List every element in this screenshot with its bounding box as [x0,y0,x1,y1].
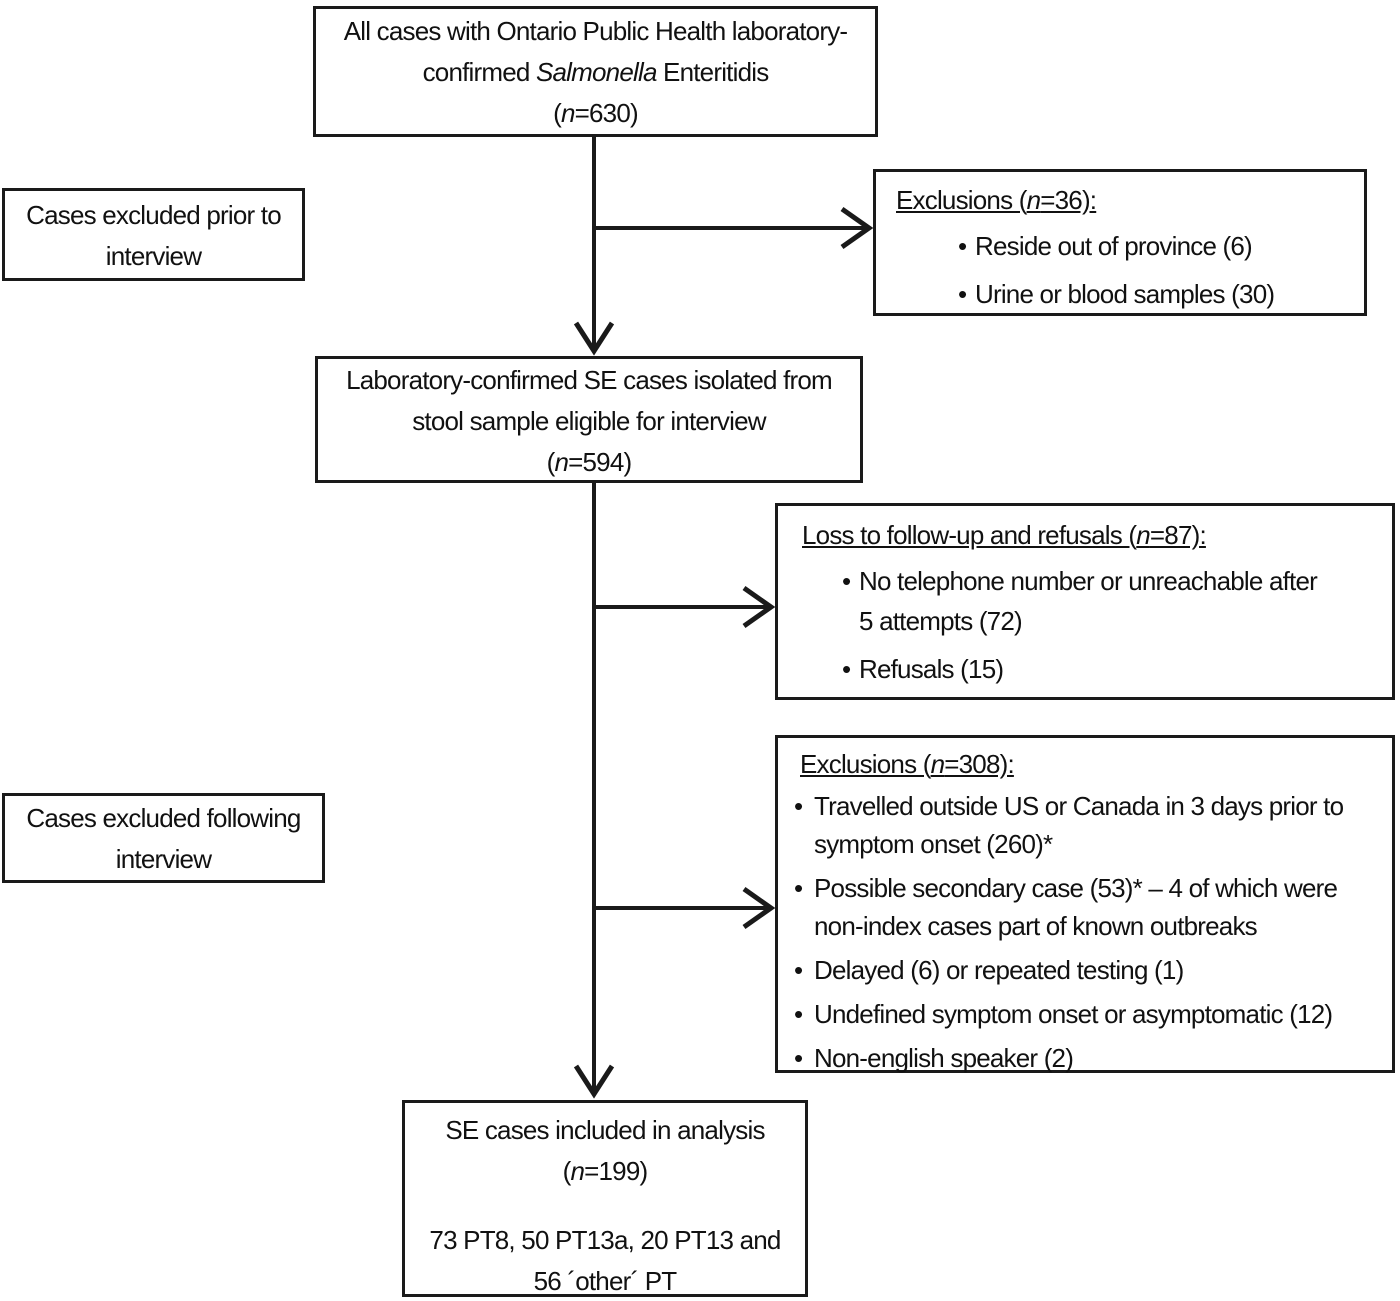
box-loss-to-followup: Loss to follow-up and refusals (n=87): N… [775,503,1395,700]
box-line: Cases excluded following [26,803,301,833]
box-exclusions-308: Exclusions (n=308): Travelled outside US… [775,735,1395,1077]
arrow-right-head-icon [742,886,776,930]
box-line: Laboratory-confirmed SE cases isolated f… [346,365,833,395]
bullet-line: 5 attempts (72) [859,606,1023,636]
arrow-down-head-icon [573,321,615,356]
bullet-item: Refusals (15) [778,649,1384,689]
box-line: 56 ´other´ PT [533,1266,678,1296]
box-line: 73 PT8, 50 PT13a, 20 PT13 and [429,1225,781,1255]
box-heading: Exclusions (n=308): [800,749,1015,779]
bullet-item: Urine or blood samples (30) [896,274,1354,314]
bullet-item: No telephone number or unreachable after… [778,561,1384,641]
bullet-line: Non-english speaker (2) [814,1043,1074,1073]
bullet-line: Possible secondary case (53)* – 4 of whi… [814,873,1338,903]
bullet-list: Reside out of province (6) Urine or bloo… [896,226,1354,314]
bullet-list: Travelled outside US or Canada in 3 days… [778,787,1386,1077]
bullet-line: No telephone number or unreachable after [859,566,1318,596]
bullet-item: Delayed (6) or repeated testing (1) [778,951,1386,989]
box-eligible-cases: Laboratory-confirmed SE cases isolated f… [315,356,863,483]
bullet-line: Delayed (6) or repeated testing (1) [814,955,1184,985]
box-line: All cases with Ontario Public Health lab… [343,16,848,46]
box-line: interview [115,844,212,874]
box-exclusions-36: Exclusions (n=36): Reside out of provinc… [873,169,1367,316]
box-label-excluded-following: Cases excluded following interview [2,793,325,883]
arrow-right-head-icon [742,585,776,629]
box-line: confirmed Salmonella Enteritidis [422,57,770,87]
box-included-in-analysis: SE cases included in analysis (n=199) 73… [402,1100,808,1297]
box-label-excluded-prior: Cases excluded prior to interview [2,188,305,281]
bullet-item: Undefined symptom onset or asymptomatic … [778,995,1386,1033]
box-heading: Exclusions (n=36): [896,185,1097,215]
bullet-item: Travelled outside US or Canada in 3 days… [778,787,1386,863]
box-line: (n=594) [546,447,633,477]
bullet-item: Possible secondary case (53)* – 4 of whi… [778,869,1386,945]
bullet-line: Reside out of province (6) [975,231,1253,261]
box-line: (n=199) [562,1156,649,1186]
bullet-line: symptom onset (260)* [814,829,1053,859]
bullet-line: Urine or blood samples (30) [975,279,1275,309]
bullet-line: Travelled outside US or Canada in 3 days… [814,791,1344,821]
box-line: Cases excluded prior to [26,200,282,230]
bullet-item: Reside out of province (6) [896,226,1354,266]
box-line: stool sample eligible for interview [412,406,766,436]
box-line: interview [105,241,202,271]
bullet-item: Non-english speaker (2) [778,1039,1386,1077]
arrow-down-head-icon [573,1064,615,1099]
box-line: SE cases included in analysis [445,1115,765,1145]
box-all-cases: All cases with Ontario Public Health lab… [313,6,878,137]
box-heading: Loss to follow-up and refusals (n=87): [802,520,1207,550]
arrow-right-head-icon [840,206,874,250]
bullet-line: Undefined symptom onset or asymptomatic … [814,999,1333,1029]
blank-line [405,1192,805,1220]
bullet-line: Refusals (15) [859,654,1004,684]
bullet-list: No telephone number or unreachable after… [778,561,1384,689]
bullet-line: non-index cases part of known outbreaks [814,911,1258,941]
box-line: (n=630) [553,98,639,128]
